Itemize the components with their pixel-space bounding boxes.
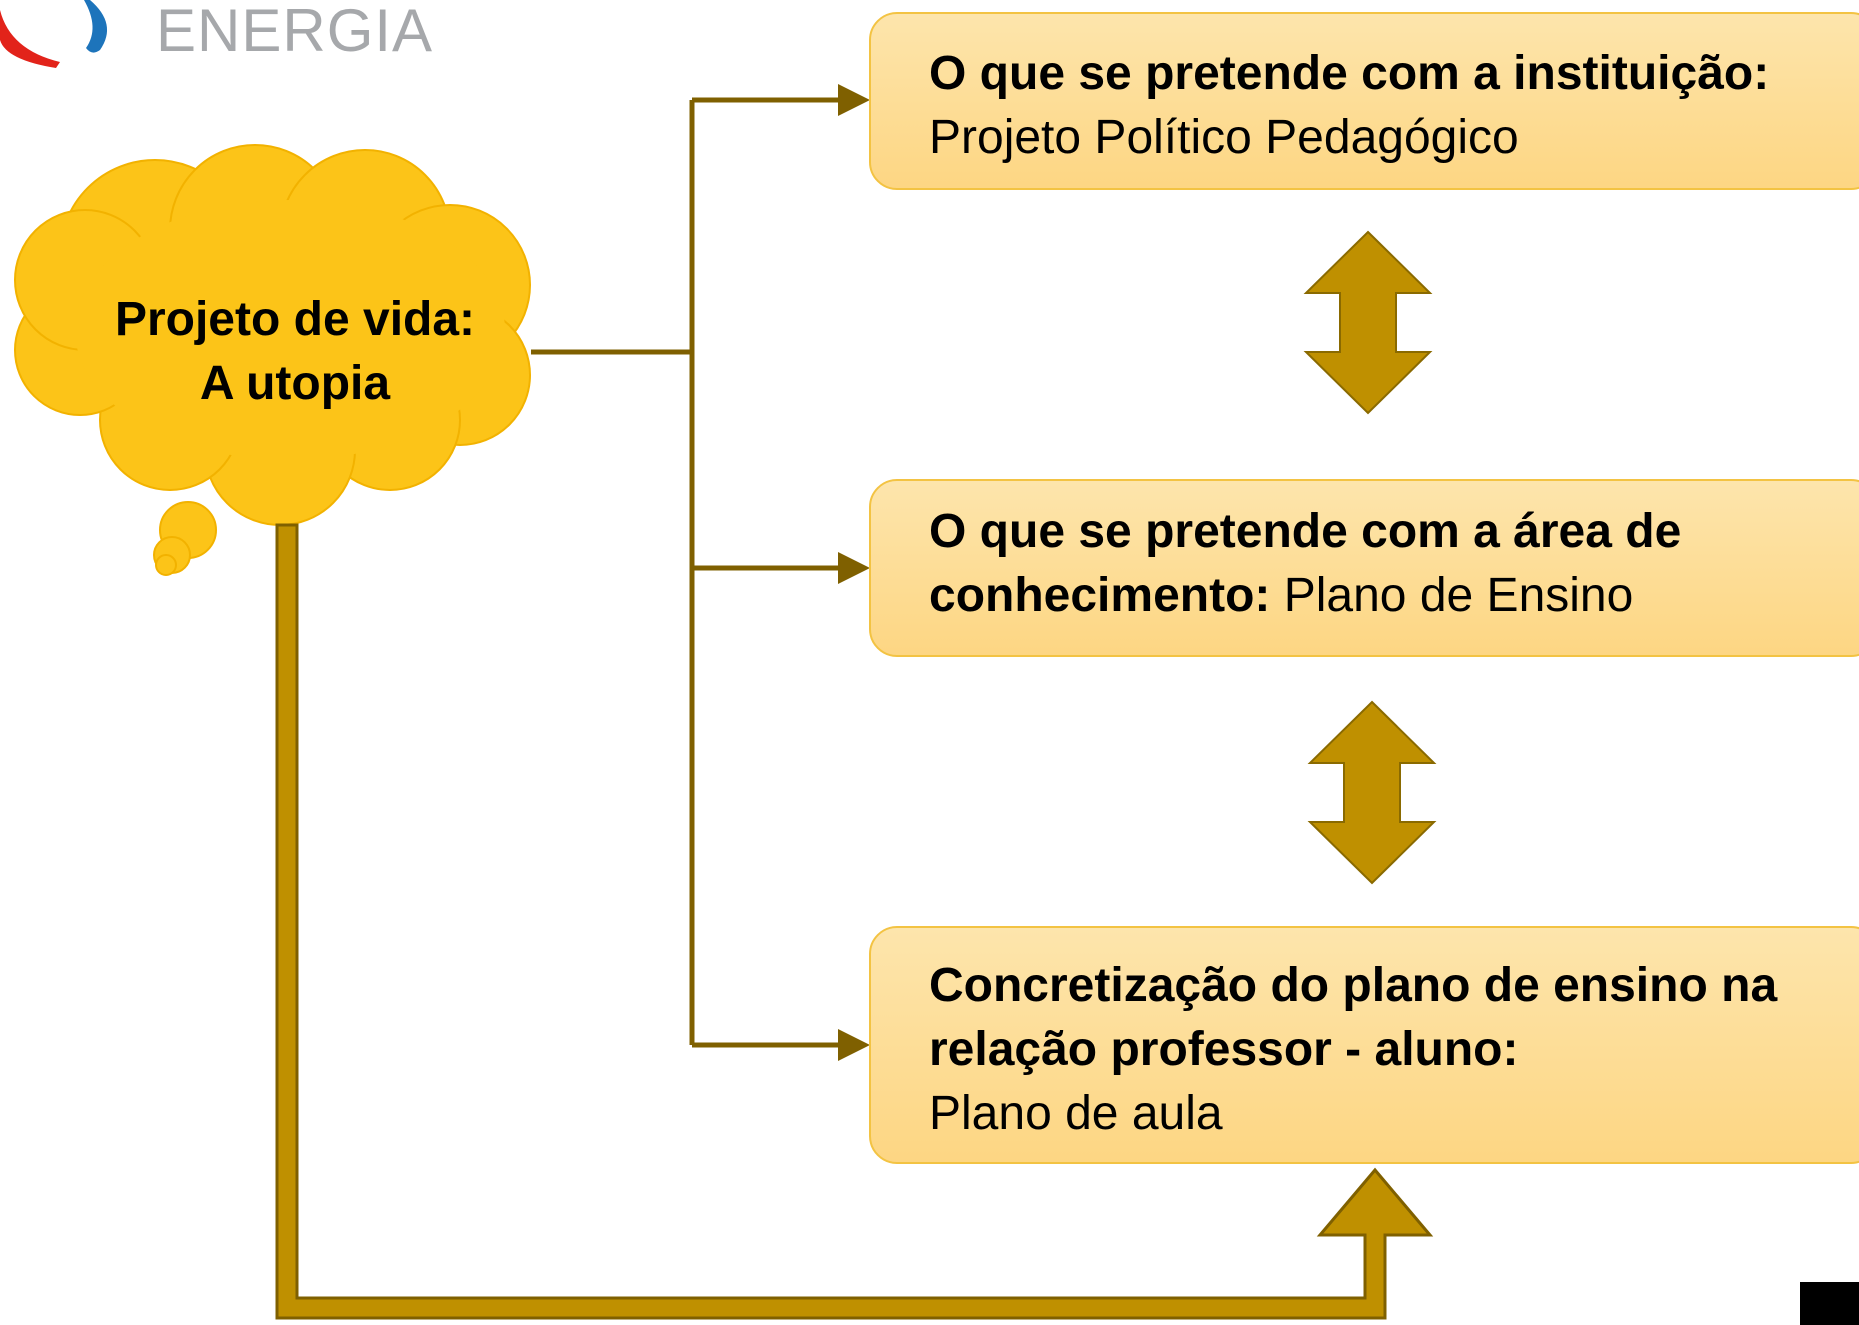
connector-arrowheads [838,84,870,1061]
box-knowledge-area-heading: O que se pretende com a área de conhecim… [929,505,1682,622]
box-knowledge-area-text: O que se pretende com a área de conhecim… [929,500,1849,628]
box-knowledge-area [869,479,1859,657]
box-teacher-student [869,926,1859,1164]
cloud-label: Projeto de vida: A utopia [40,288,550,416]
box-institution [869,12,1859,190]
logo-wordmark: ENERGIA [156,0,434,64]
cloud-label-line2: A utopia [199,357,391,410]
double-arrow-icon [1307,700,1437,885]
box-institution-text: O que se pretende com a instituição: Pro… [929,42,1849,170]
box-institution-value: Projeto Político Pedagógico [929,111,1519,164]
thought-cloud-icon [14,144,531,576]
box-institution-heading: O que se pretende com a instituição: [929,47,1770,100]
cloud-label-line1: Projeto de vida: [114,293,476,346]
return-arrow-icon [275,523,1434,1320]
box-teacher-student-value: Plano de aula [929,1087,1223,1140]
box-knowledge-area-value: Plano de Ensino [1283,569,1634,622]
corner-block [1800,1282,1859,1325]
connector-lines [531,97,840,1048]
double-arrow-icon [1303,230,1433,415]
box-teacher-student-text: Concretização do plano de ensino na rela… [929,954,1849,1146]
box-teacher-student-heading: Concretização do plano de ensino na rela… [929,959,1778,1076]
logo-icon [0,0,108,68]
